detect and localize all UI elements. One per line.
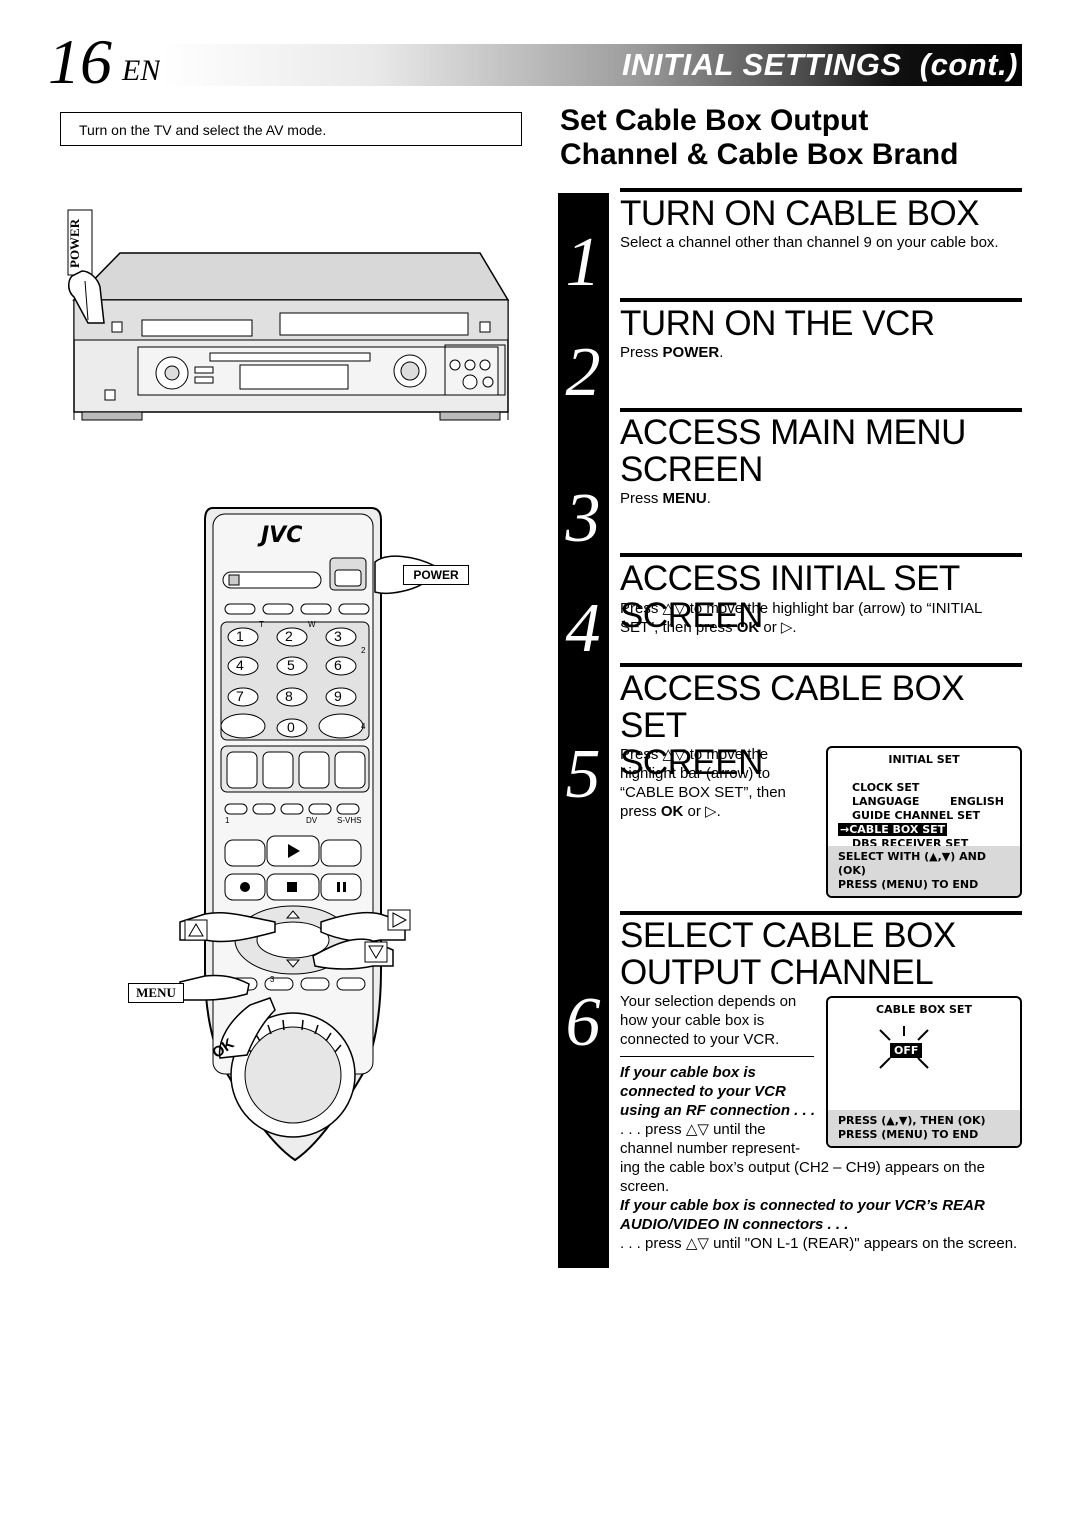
section-title: Set Cable Box Output Channel & Cable Box… bbox=[560, 104, 1030, 172]
key-side-label: DV bbox=[306, 816, 318, 825]
remote-power-callout: POWER bbox=[403, 565, 469, 585]
osd-title: INITIAL SET bbox=[888, 753, 960, 766]
key-5: 5 bbox=[287, 657, 295, 673]
osd-arrow: → bbox=[840, 823, 850, 836]
header-title-suffix: cont. bbox=[930, 47, 1008, 82]
ok-key: OK bbox=[660, 803, 684, 820]
key-8: 8 bbox=[285, 688, 293, 704]
key-side-label: 4 bbox=[361, 722, 366, 731]
step-5-rule bbox=[620, 663, 1022, 667]
step-3-number: 3 bbox=[565, 480, 601, 557]
osd-item: GUIDE CHANNEL SET bbox=[852, 809, 981, 822]
intro-instruction: Turn on the TV and select the AV mode. bbox=[60, 112, 522, 146]
key-2: 2 bbox=[285, 628, 293, 644]
step-5-number: 5 bbox=[565, 736, 601, 813]
remote-menu-callout: MENU bbox=[128, 983, 184, 1003]
step-3-title: ACCESS MAIN MENU SCREEN bbox=[620, 413, 966, 489]
step-2-title: TURN ON THE VCR bbox=[620, 304, 935, 343]
key-6: 6 bbox=[334, 657, 342, 673]
step-1-rule bbox=[620, 188, 1022, 192]
step-5-title: ACCESS CABLE BOX SET SCREEN bbox=[620, 669, 965, 782]
step-6-number: 6 bbox=[565, 984, 601, 1061]
vcr-power-label: POWER bbox=[67, 218, 82, 268]
step-1-body: Select a channel other than channel 9 on… bbox=[620, 234, 999, 251]
section-title-line1: Set Cable Box Output bbox=[560, 104, 869, 137]
step-6-note1-body-a: . . . press △▽ until the channel number … bbox=[620, 1121, 801, 1157]
step-4-title: ACCESS INITIAL SET SCREEN bbox=[620, 559, 960, 635]
remote-illustration bbox=[179, 507, 456, 1162]
page-number: 16 bbox=[48, 26, 112, 97]
step-1-number: 1 bbox=[565, 224, 601, 301]
section-title-line2: Channel & Cable Box Brand bbox=[560, 138, 959, 171]
step-6-title: SELECT CABLE BOX OUTPUT CHANNEL bbox=[620, 916, 956, 992]
vcr-illustration bbox=[67, 209, 510, 421]
key-0: 0 bbox=[287, 719, 295, 735]
step-2-number: 2 bbox=[565, 334, 601, 411]
ok-key: OK bbox=[736, 619, 760, 636]
step-4-body: Press △▽ to move the highlight bar (arro… bbox=[620, 600, 982, 636]
key-7: 7 bbox=[236, 688, 244, 704]
step-2-rule bbox=[620, 298, 1022, 302]
remote-brand-logo: JVC bbox=[261, 523, 303, 548]
step-3-rule bbox=[620, 408, 1022, 412]
flashing-indicator-icon bbox=[879, 1026, 929, 1069]
cable-box-set-screen: CABLE BOX SET OFF PRESS (▲,▼), THEN (OK)… bbox=[826, 996, 1022, 1148]
step-6-note1-body-b: ing the cable box’s output (CH2 – CH9) a… bbox=[620, 1159, 985, 1195]
power-key: POWER bbox=[662, 344, 720, 361]
key-side-label: 3 bbox=[270, 975, 275, 984]
osd-item-selected: →CABLE BOX SET bbox=[838, 823, 948, 836]
step-4-number: 4 bbox=[565, 590, 601, 667]
key-side-label: 1 bbox=[225, 816, 230, 825]
osd-language-value: ENGLISH bbox=[950, 795, 1004, 808]
key-4: 4 bbox=[236, 657, 244, 673]
step-1-title: TURN ON CABLE BOX bbox=[620, 194, 980, 233]
step-number-bar bbox=[558, 193, 609, 1268]
key-side-label: W bbox=[308, 620, 316, 629]
key-3: 3 bbox=[334, 628, 342, 644]
osd-value: OFF bbox=[890, 1043, 923, 1058]
menu-key: MENU bbox=[662, 490, 707, 507]
osd-footer: SELECT WITH (▲,▼) AND (OK) PRESS (MENU) … bbox=[828, 846, 1020, 896]
key-side-label: S-VHS bbox=[337, 816, 362, 825]
step-6-rule bbox=[620, 911, 1022, 915]
key-1: 1 bbox=[236, 628, 244, 644]
step-3-body: Press MENU. bbox=[620, 490, 711, 507]
page-language: EN bbox=[122, 54, 161, 87]
step-6-body: Your selection depends on how your cable… bbox=[620, 993, 797, 1048]
key-9: 9 bbox=[334, 688, 342, 704]
header-bar bbox=[160, 44, 1022, 86]
step-6-note2-title: If your cable box is connected to your V… bbox=[620, 1197, 985, 1233]
osd-title: CABLE BOX SET bbox=[876, 1003, 972, 1016]
step-4-rule bbox=[620, 553, 1022, 557]
step-6-divider bbox=[620, 1056, 814, 1057]
header-title-text: INITIAL SETTINGS bbox=[621, 47, 902, 82]
step-6-note2-body: . . . press △▽ until "ON L-1 (REAR)" app… bbox=[620, 1235, 1018, 1252]
osd-footer: PRESS (▲,▼), THEN (OK) PRESS (MENU) TO E… bbox=[828, 1110, 1020, 1146]
key-side-label: T bbox=[259, 620, 264, 629]
step-6-note1-title: If your cable box is connected to your V… bbox=[620, 1064, 816, 1119]
header-section-title: INITIAL SETTINGS (cont.) bbox=[621, 47, 1018, 82]
osd-item: CLOCK SET bbox=[852, 781, 920, 794]
step-5-body: Press △▽ to move the highlight bar (arro… bbox=[620, 746, 786, 820]
key-side-label: 2 bbox=[361, 646, 366, 655]
step-2-body: Press POWER. bbox=[620, 344, 724, 361]
